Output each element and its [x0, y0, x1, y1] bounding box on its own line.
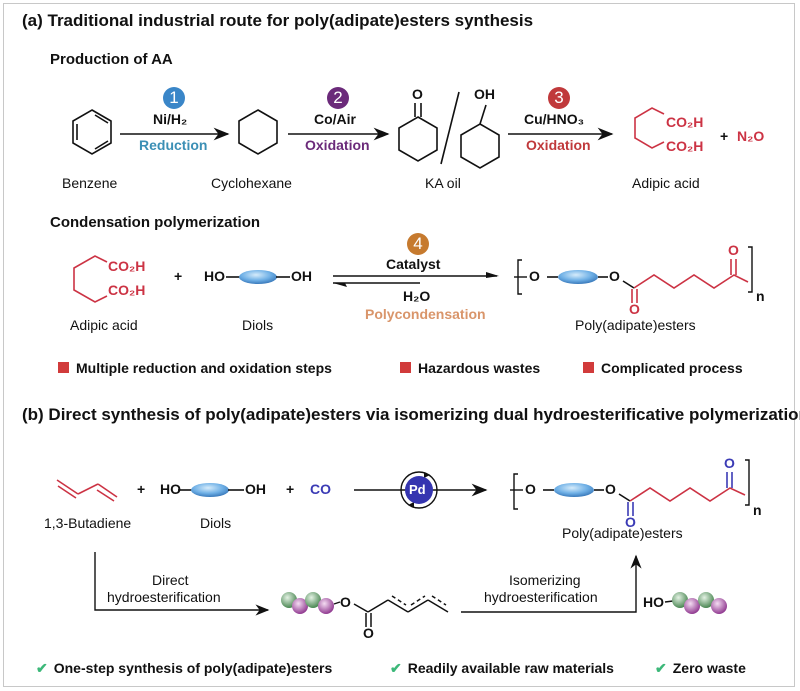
ka-oil-label: KA oil [425, 175, 461, 191]
isomerizing-step-line2: hydroesterification [484, 589, 598, 605]
isomerizing-path-arrow [461, 554, 642, 613]
benzene-label: Benzene [62, 175, 118, 191]
advantage-3: ✔Zero waste [655, 660, 746, 676]
advantage-2: ✔Readily available raw materials [390, 660, 614, 676]
check-icon: ✔ [36, 660, 48, 676]
step-2-badge: 2 [327, 87, 349, 109]
red-square-icon [58, 362, 69, 373]
condensation-heading: Condensation polymerization [50, 214, 261, 231]
step-4-byproduct: H₂O [403, 288, 431, 304]
intermediate-o: O [340, 594, 351, 610]
step-3-badge: 3 [548, 87, 570, 109]
drawback-3: Complicated process [583, 360, 743, 376]
red-square-icon [400, 362, 411, 373]
benzene-structure [72, 109, 112, 155]
polymer-a-o-right: O [609, 268, 620, 284]
co2h-top: CO₂H [666, 114, 704, 130]
figure-frame [3, 3, 795, 687]
intermediate-carbonyl-o: O [363, 625, 374, 641]
isomerizing-step-line1: Isomerizing [509, 572, 581, 588]
polymer-b-n: n [753, 502, 762, 518]
ka-alcohol-oh: OH [474, 86, 495, 102]
adipic-acid-structure [634, 107, 665, 149]
polymer-a-n: n [756, 288, 765, 304]
ho-beads [664, 592, 727, 614]
cyclohexane-label: Cyclohexane [211, 175, 292, 191]
plus-n2o: + [720, 128, 729, 144]
drawback-2: Hazardous wastes [400, 360, 540, 376]
polymer-b-o-right: O [605, 481, 616, 497]
polymer-b-o-left: O [525, 481, 536, 497]
direct-path-arrow [94, 552, 270, 616]
step-4-type: Polycondensation [365, 306, 486, 322]
polymer-b-carbonyl-o-2: O [724, 455, 735, 471]
drawback-1: Multiple reduction and oxidation steps [58, 360, 332, 376]
step-2-reagent: Co/Air [314, 111, 356, 127]
diol-ho: HO [204, 268, 225, 284]
red-square-icon [583, 362, 594, 373]
step-1-reagent: Ni/H₂ [153, 111, 188, 127]
diols-label: Diols [242, 317, 274, 333]
step-3-reagent: Cu/HNO₃ [524, 111, 585, 127]
polymer-a-label: Poly(adipate)esters [575, 317, 696, 333]
check-icon: ✔ [655, 660, 667, 676]
ka-ketone-o: O [412, 86, 423, 102]
polymer-b-label: Poly(adipate)esters [562, 525, 683, 541]
cyclohexane-structure [238, 109, 278, 155]
step-3-type: Oxidation [526, 137, 591, 153]
check-icon: ✔ [390, 660, 402, 676]
adipic-acid-label-2: Adipic acid [70, 317, 138, 333]
equilibrium-arrows [333, 272, 499, 287]
diol-ellipse [239, 270, 277, 284]
diols-b-label: Diols [200, 515, 232, 531]
butadiene-structure [56, 479, 118, 502]
polymer-a-carbonyl-o-2: O [728, 242, 739, 258]
step-2-type: Oxidation [305, 137, 370, 153]
plus-b-1: + [137, 481, 146, 497]
plus-1: + [174, 268, 183, 284]
polymer-b-carbonyl-o: O [625, 514, 636, 530]
ka-oil-structure [398, 91, 500, 169]
adipic-acid-label: Adipic acid [632, 175, 700, 191]
adipic-acid-structure-2 [73, 255, 108, 303]
advantage-1: ✔One-step synthesis of poly(adipate)este… [36, 660, 333, 676]
co-label: CO [310, 481, 331, 497]
co2h-bottom: CO₂H [666, 138, 704, 154]
n2o-label: N₂O [737, 128, 765, 144]
polymer-a-carbonyl-o: O [629, 301, 640, 317]
polymer-structure-a [514, 246, 753, 303]
polymer-structure-b [510, 459, 750, 516]
step-1-type: Reduction [139, 137, 208, 153]
intermediate-beads [281, 592, 341, 614]
intermediate-chain [353, 595, 449, 627]
polymer-a-o-left: O [529, 268, 540, 284]
direct-step-line1: Direct [152, 572, 189, 588]
step-1-badge: 1 [163, 87, 185, 109]
diol-b-oh: OH [245, 481, 266, 497]
co2h-top-2: CO₂H [108, 258, 146, 274]
diol-ellipse-b [191, 483, 229, 497]
production-heading: Production of AA [50, 51, 173, 68]
direct-step-line2: hydroesterification [107, 589, 221, 605]
plus-b-2: + [286, 481, 295, 497]
section-b-title: (b) Direct synthesis of poly(adipate)est… [22, 405, 800, 424]
pd-catalyst-cycle [400, 471, 438, 509]
step-4-badge: 4 [407, 233, 429, 255]
pd-label: Pd [409, 482, 426, 497]
butadiene-label: 1,3-Butadiene [44, 515, 132, 531]
ho-label: HO [643, 594, 664, 610]
co2h-bottom-2: CO₂H [108, 282, 146, 298]
section-a-title: (a) Traditional industrial route for pol… [22, 11, 534, 30]
diol-b-ho: HO [160, 481, 181, 497]
step-4-reagent: Catalyst [386, 256, 441, 272]
diol-oh: OH [291, 268, 312, 284]
